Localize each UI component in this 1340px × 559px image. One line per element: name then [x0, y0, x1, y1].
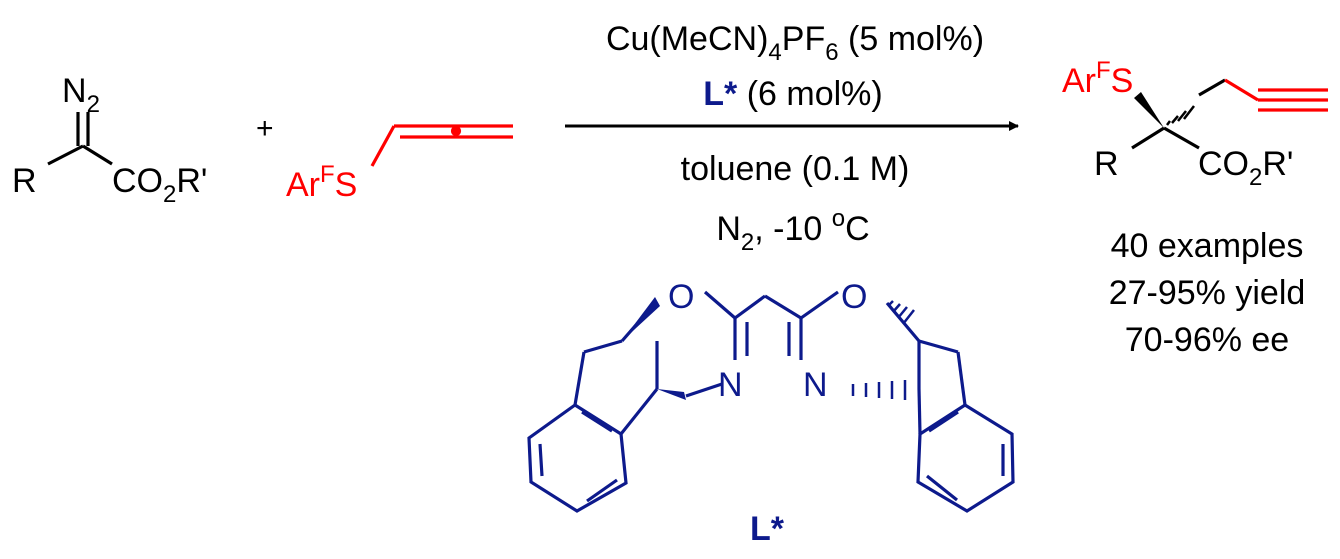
ligand-n-left: N	[718, 366, 743, 404]
ligand-structure	[527, 290, 1015, 513]
results-yield: 27-95% yield	[1109, 274, 1306, 312]
plus-sign: +	[256, 112, 274, 145]
product-ester-label: CO2R'	[1198, 145, 1293, 191]
diazo-ester-reactant	[47, 112, 113, 166]
solvent-condition: toluene (0.1 M)	[681, 150, 910, 188]
product-wedge-bond	[1134, 92, 1164, 128]
ligand-hash-bond	[851, 300, 915, 400]
product-structure	[1131, 78, 1328, 150]
reactant1-r-label: R	[12, 162, 37, 200]
reactant1-ester-label: CO2R'	[112, 162, 207, 208]
catalyst-condition: Cu(MeCN)4PF6 (5 mol%)	[606, 20, 984, 66]
ligand-loading-condition: L* (6 mol%)	[703, 75, 882, 113]
product-arf-s-label: ArFS	[1062, 57, 1133, 100]
ligand-wedge-bond	[657, 389, 686, 400]
ligand-wedge-bond	[622, 297, 660, 341]
product-r-label: R	[1094, 145, 1119, 183]
results-ee: 70-96% ee	[1125, 321, 1289, 359]
ligand-o-left: O	[668, 278, 694, 316]
results-examples: 40 examples	[1111, 227, 1304, 265]
reactant2-arf-s-label: ArFS	[286, 161, 357, 204]
ligand-o-right: O	[841, 278, 867, 316]
ligand-label: L*	[750, 510, 785, 548]
product-hash-bond	[1166, 105, 1195, 126]
allenyl-sulfide-reactant	[370, 124, 513, 167]
ligand-n-right: N	[803, 366, 828, 404]
diazo-n2-label: N2	[62, 72, 100, 118]
atmosphere-temperature-condition: N2, -10 oC	[716, 205, 869, 256]
